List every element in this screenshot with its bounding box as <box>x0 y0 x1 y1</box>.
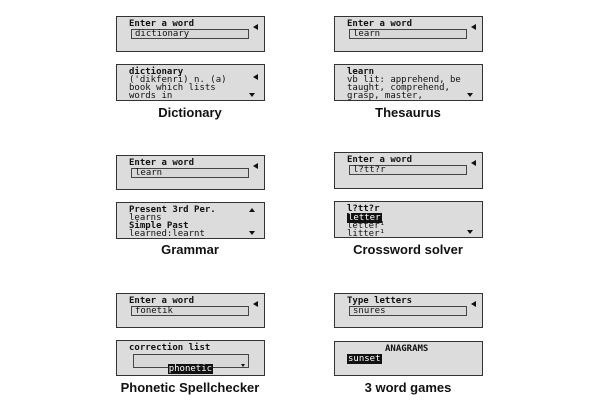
crossword-input-screen: Enter a word l?tt?r <box>334 152 483 189</box>
grammar-input-screen: Enter a word learn <box>116 155 265 190</box>
grammar-tense-label: Simple Past <box>129 221 189 231</box>
crossword-prompt: Enter a word <box>347 155 413 165</box>
grammar-form: learned:learnt <box>129 229 205 239</box>
dictionary-headword: dictionary <box>129 67 184 77</box>
scroll-down-icon[interactable] <box>249 93 255 97</box>
crossword-match[interactable]: letter¹ <box>347 221 385 231</box>
correction-list-title: correction list <box>129 343 211 353</box>
grammar-prompt: Enter a word <box>129 158 195 168</box>
scroll-down-icon[interactable] <box>467 93 473 97</box>
dictionary-input-field[interactable]: dictionary <box>131 29 249 39</box>
grammar-input-field[interactable]: learn <box>131 168 249 178</box>
crossword-match-row[interactable]: letter <box>347 213 382 223</box>
correction-selected[interactable]: phonetic <box>167 364 214 374</box>
dictionary-prompt: Enter a word <box>129 19 195 29</box>
dictionary-caption: Dictionary <box>158 105 222 120</box>
thesaurus-input-screen: Enter a word learn <box>334 16 483 52</box>
scroll-down-icon[interactable] <box>467 230 473 234</box>
phonetic-input-field[interactable]: fonetik <box>131 306 249 316</box>
games-prompt: Type letters <box>347 296 413 306</box>
phonetic-caption: Phonetic Spellchecker <box>120 380 260 395</box>
grammar-caption: Grammar <box>161 242 219 257</box>
thesaurus-input-field[interactable]: learn <box>349 29 467 39</box>
correction-dropdown[interactable]: phonetic <box>133 354 249 374</box>
scroll-down-icon[interactable] <box>249 231 255 235</box>
back-arrow-icon[interactable] <box>253 24 258 30</box>
back-arrow-icon[interactable] <box>253 74 258 80</box>
dictionary-line: book which lists <box>129 83 216 93</box>
crossword-pattern: l?tt?r <box>347 204 380 214</box>
anagram-selected[interactable]: sunset <box>347 354 382 364</box>
games-caption: 3 word games <box>364 380 452 395</box>
crossword-input-field[interactable]: l?tt?r <box>349 165 467 175</box>
dictionary-result-screen: dictionary ('dikfenri) n. (a) book which… <box>116 64 265 101</box>
scroll-up-icon[interactable] <box>249 208 255 212</box>
thesaurus-prompt: Enter a word <box>347 19 413 29</box>
back-arrow-icon[interactable] <box>471 301 476 307</box>
phonetic-input-screen: Enter a word fonetik <box>116 293 265 328</box>
dictionary-input-screen: Enter a word dictionary <box>116 16 265 52</box>
grammar-result-screen: Present 3rd Per. learns Simple Past lear… <box>116 202 265 239</box>
dictionary-line: ('dikfenri) n. (a) <box>129 75 227 85</box>
thesaurus-result-screen: learn vb lit: apprehend, be taught, comp… <box>334 64 483 101</box>
back-arrow-icon[interactable] <box>253 163 258 169</box>
crossword-caption: Crossword solver <box>353 242 463 257</box>
thesaurus-line: taught, comprehend, <box>347 83 450 93</box>
back-arrow-icon[interactable] <box>471 24 476 30</box>
games-input-field[interactable]: snures <box>349 306 467 316</box>
anagram-row[interactable]: sunset <box>347 354 382 364</box>
phonetic-prompt: Enter a word <box>129 296 195 306</box>
thesaurus-caption: Thesaurus <box>375 105 441 120</box>
back-arrow-icon[interactable] <box>253 301 258 307</box>
dictionary-line: words in <box>129 91 173 101</box>
thesaurus-line: vb lit: apprehend, be <box>347 75 461 85</box>
crossword-result-screen: l?tt?r letter letter¹ litter¹ <box>334 201 483 239</box>
thesaurus-headword: learn <box>347 67 375 77</box>
anagrams-title: ANAGRAMS <box>385 344 429 354</box>
phonetic-result-screen: correction list phonetic <box>116 340 265 376</box>
grammar-tense-label: Present 3rd Per. <box>129 205 216 215</box>
crossword-match-selected[interactable]: letter <box>347 213 382 223</box>
dropdown-arrow-icon[interactable] <box>241 364 245 367</box>
thesaurus-line: grasp, master, <box>347 91 423 101</box>
back-arrow-icon[interactable] <box>471 160 476 166</box>
grammar-form: learns <box>129 213 162 223</box>
crossword-match[interactable]: litter¹ <box>347 229 385 239</box>
games-result-screen: ANAGRAMS sunset <box>334 341 483 376</box>
games-input-screen: Type letters snures <box>334 293 483 328</box>
